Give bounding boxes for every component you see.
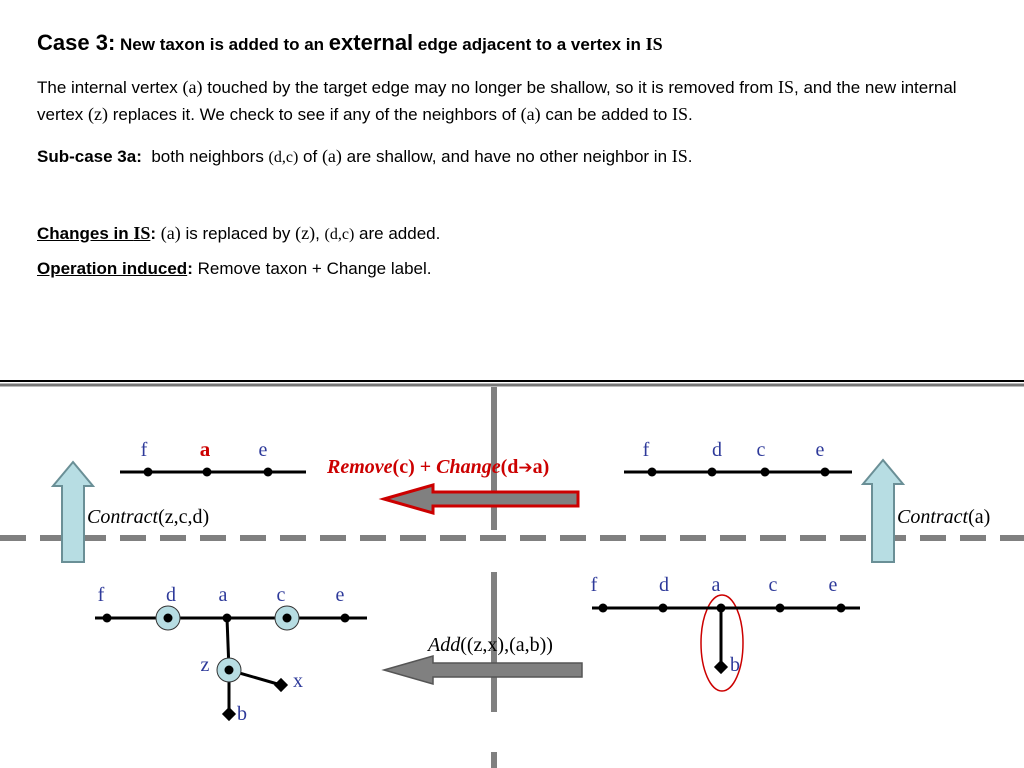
label-d: d: [659, 574, 669, 596]
label-x: x: [293, 670, 303, 692]
arrow-left-remove: [378, 483, 580, 515]
label-a: a: [200, 437, 211, 461]
arrow-up-contract-left: [50, 460, 96, 563]
label-a: a: [712, 574, 721, 596]
vertex-e: [820, 467, 830, 477]
vertex-c: [760, 467, 770, 477]
label-d: d: [166, 584, 176, 606]
case-label: Case 3:: [37, 30, 116, 55]
dividers: [0, 380, 1024, 768]
vertex-e: [836, 603, 846, 613]
label-f: f: [643, 439, 650, 461]
subcase: Sub-case 3a: both neighbors (d,c) of (a)…: [37, 146, 693, 166]
vertex-d: [707, 467, 717, 477]
label-e: e: [829, 574, 838, 596]
arrow-up-contract-right: [860, 458, 906, 563]
case-post: edge adjacent to a vertex in: [413, 35, 646, 54]
label-e: e: [816, 439, 825, 461]
label-c: c: [757, 439, 766, 461]
vertex-f: [647, 467, 657, 477]
vertex-f: [598, 603, 608, 613]
vertex-b: [221, 706, 237, 722]
label-f: f: [98, 584, 105, 606]
vertex-f: [102, 613, 112, 623]
vertex-d: [163, 613, 173, 623]
vertex-c: [282, 613, 292, 623]
vertex-x: [273, 677, 289, 693]
label-b: b: [237, 703, 247, 725]
remove-change-label: Remove(c) + Change(d➔a): [326, 456, 549, 478]
vertex-e: [340, 613, 350, 623]
operation-label: Operation induced: [37, 259, 188, 278]
contract-left-label: Contract(z,c,d): [87, 506, 209, 528]
label-b: b: [730, 654, 740, 676]
vertex-d: [658, 603, 668, 613]
case-external: external: [328, 30, 414, 55]
changes-label: Changes in IS: [37, 223, 151, 243]
contract-right-label: Contract(a): [897, 506, 990, 528]
vertex-c: [775, 603, 785, 613]
add-label: Add((z,x),(a,b)): [426, 634, 553, 656]
case-pre: New taxon is added to an: [120, 35, 329, 54]
label-d: d: [712, 439, 722, 461]
tree-bottom-right: f d a c e b: [591, 574, 860, 692]
vertex-a: [716, 603, 726, 613]
label-e: e: [336, 584, 345, 606]
description: The internal vertex (a) touched by the t…: [37, 77, 957, 124]
vertex-b: [713, 659, 729, 675]
label-z: z: [201, 654, 210, 676]
subcase-label: Sub-case 3a:: [37, 147, 142, 166]
label-c: c: [277, 584, 286, 606]
vertex-a: [202, 467, 212, 477]
case-heading: Case 3: New taxon is added to an externa…: [37, 30, 663, 58]
label-e: e: [259, 439, 268, 461]
vertex-z: [224, 665, 234, 675]
changes: Changes in IS: (a) is replaced by (z), (…: [37, 223, 441, 243]
highlight-ellipse-a-b: [700, 594, 744, 692]
label-a: a: [219, 584, 228, 606]
arrow-left-add: [381, 655, 583, 685]
label-f: f: [141, 439, 148, 461]
label-c: c: [769, 574, 778, 596]
tree-top-left: f a e: [120, 437, 306, 477]
vertex-e: [263, 467, 273, 477]
label-f: f: [591, 574, 598, 596]
tree-top-right: f d c e: [624, 439, 852, 477]
case-is: IS: [645, 34, 663, 54]
tree-bottom-left: f d a c e z x b: [95, 584, 367, 725]
vertex-a: [222, 613, 232, 623]
operation: Operation induced: Remove taxon + Change…: [37, 259, 432, 278]
vertex-f: [143, 467, 153, 477]
